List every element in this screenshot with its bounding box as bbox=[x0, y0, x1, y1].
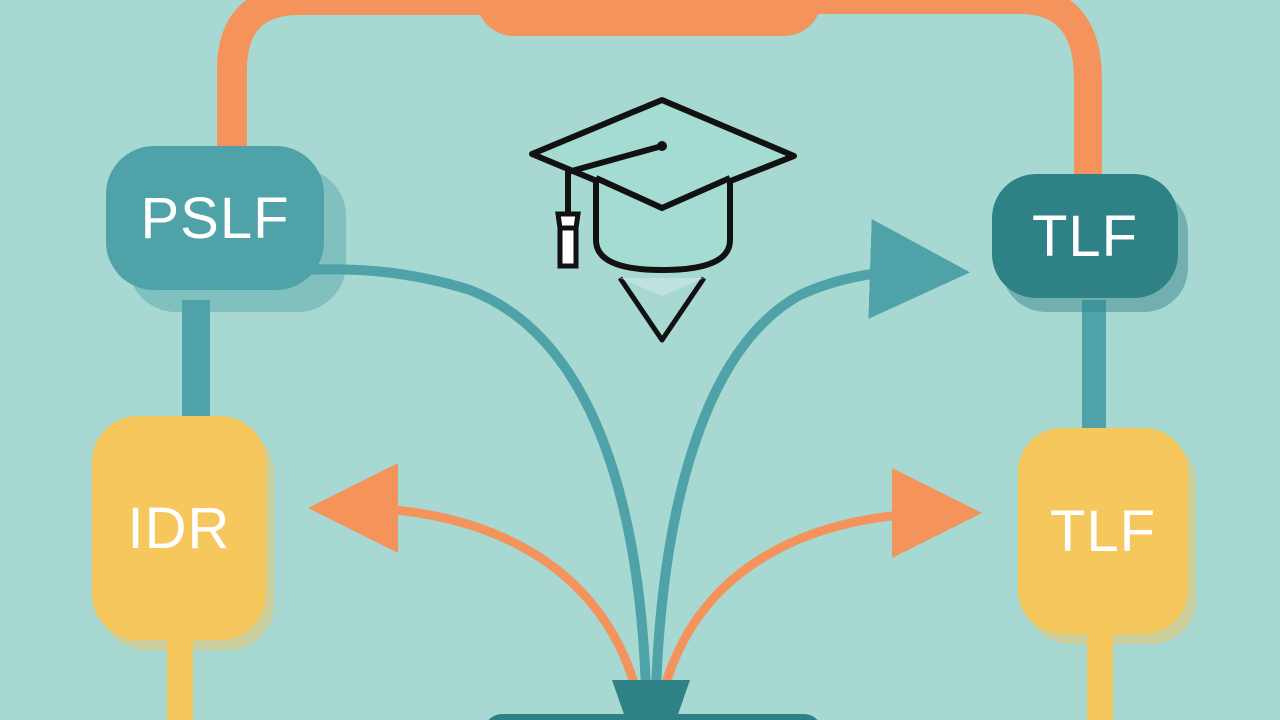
pslf-node: PSLF bbox=[106, 146, 324, 290]
top-node bbox=[476, 0, 822, 36]
teal-curve-to-tlf bbox=[651, 219, 970, 695]
idr-label: IDR bbox=[127, 495, 231, 561]
orange-loop-left bbox=[217, 0, 495, 163]
pslf-label: PSLF bbox=[140, 185, 290, 251]
tlf-node-top: TLF bbox=[992, 174, 1178, 298]
graduation-cap-icon bbox=[529, 97, 797, 343]
base-funnel bbox=[612, 680, 690, 720]
idr-node: IDR bbox=[92, 416, 266, 640]
teal-curve-to-pslf bbox=[295, 264, 651, 695]
bottom-base bbox=[484, 714, 822, 720]
orange-curve-to-tlf bbox=[659, 468, 982, 695]
orange-curve-to-idr bbox=[308, 463, 641, 695]
tlf-node-bottom: TLF bbox=[1018, 428, 1188, 634]
tlf-bottom-label: TLF bbox=[1049, 498, 1157, 564]
orange-loop-right bbox=[804, 0, 1102, 192]
tlf-top-label: TLF bbox=[1031, 203, 1139, 269]
